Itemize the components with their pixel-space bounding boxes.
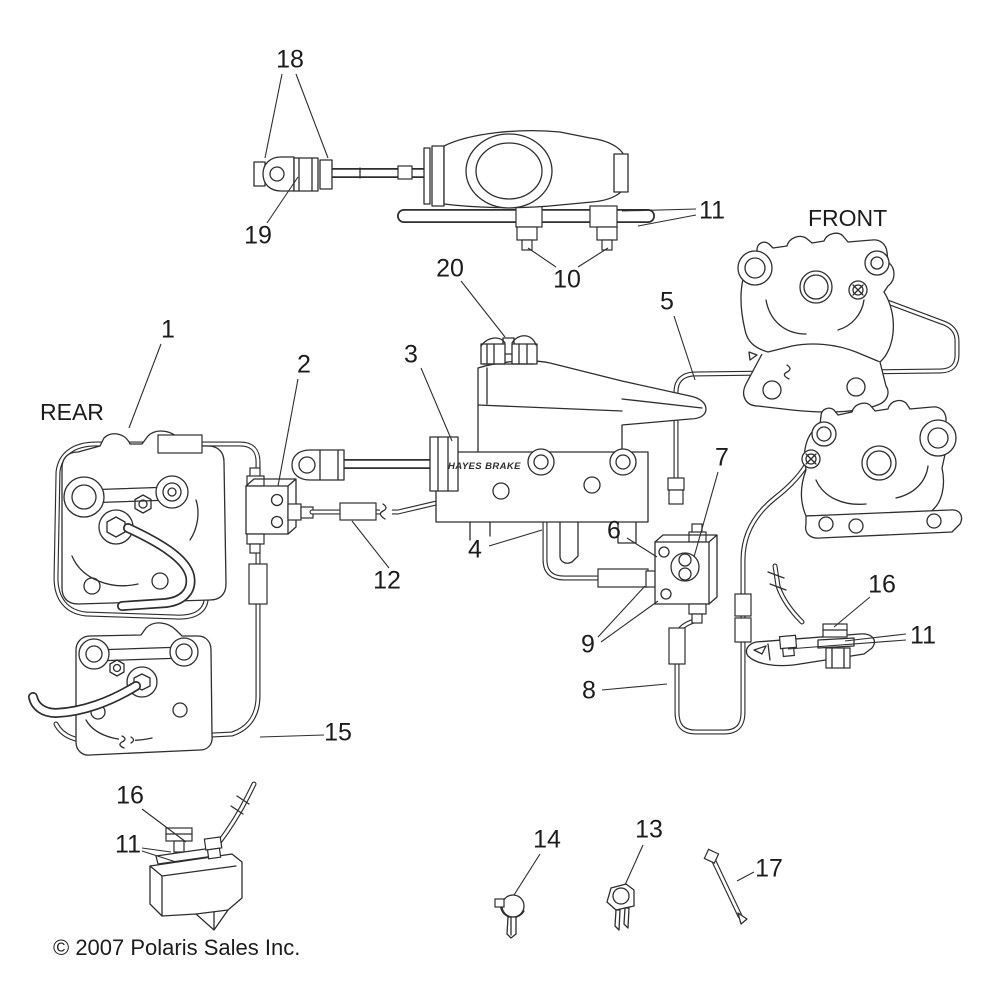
callout-number-2-7: 2 xyxy=(297,351,311,379)
line8-ferrule-3 xyxy=(734,617,752,643)
callout-leader-4-10-0 xyxy=(488,529,543,547)
mount-bolt-left xyxy=(516,226,538,251)
tee-fitting xyxy=(245,467,314,554)
caliper-fitting-assembly-right xyxy=(745,566,875,669)
line8-ferrule-2 xyxy=(734,593,752,617)
callout-leader-11-17-1 xyxy=(787,639,907,650)
front-section-label: FRONT xyxy=(808,205,887,231)
callout-leader-10-2-0 xyxy=(527,247,557,268)
callout-leader-19-1-0 xyxy=(266,176,299,224)
callout-number-9-13: 9 xyxy=(581,631,595,659)
callout-number-17-22: 17 xyxy=(755,855,783,883)
callout-number-4-10: 4 xyxy=(468,536,482,564)
callout-number-6-11: 6 xyxy=(607,517,621,545)
callout-leader-11-3-1 xyxy=(637,214,697,227)
callout-leader-16-18-0 xyxy=(141,808,187,843)
callout-number-12-9: 12 xyxy=(373,567,401,595)
pin-part-17 xyxy=(703,848,748,925)
callout-number-7-12: 7 xyxy=(715,444,729,472)
callout-leader-9-13-0 xyxy=(597,585,646,638)
callout-number-13-21: 13 xyxy=(635,816,663,844)
front-caliper-upper xyxy=(737,232,895,413)
clamp-clevis xyxy=(262,156,295,192)
line1-ferrule xyxy=(157,434,203,454)
callout-leader-12-9-0 xyxy=(351,520,390,569)
callout-leader-11-19-0 xyxy=(141,847,172,853)
callout-leader-2-7-0 xyxy=(277,378,299,487)
callout-leader-10-2-1 xyxy=(577,247,609,268)
line5-end-cap xyxy=(668,489,684,505)
callout-leader-1-6-0 xyxy=(128,343,162,429)
mount-bolt-right xyxy=(596,226,618,251)
callout-leader-11-17-0 xyxy=(844,633,907,642)
callout-number-1-6: 1 xyxy=(161,316,175,344)
line4-ferrule xyxy=(597,568,649,588)
clamp-part-14 xyxy=(494,894,525,939)
line5-end-nut xyxy=(667,477,685,491)
callout-leader-18-0-0 xyxy=(264,73,283,159)
callout-number-3-8: 3 xyxy=(404,341,418,369)
line15-ferrule xyxy=(248,563,268,605)
rear-caliper-upper xyxy=(61,430,227,605)
callout-leader-11-3-0 xyxy=(621,208,697,212)
front-caliper-lower xyxy=(800,399,963,539)
clamp-nut-right xyxy=(319,159,333,190)
callout-number-19-1: 19 xyxy=(244,222,272,250)
callout-number-11-17: 11 xyxy=(910,622,936,650)
callout-leader-9-13-1 xyxy=(600,600,659,643)
junction-manifold xyxy=(654,523,718,624)
callout-number-15-15: 15 xyxy=(324,719,352,747)
clamp-part-13 xyxy=(606,883,635,931)
line12-ferrule xyxy=(339,502,377,521)
callout-leader-18-0-1 xyxy=(295,73,329,159)
callout-number-5-5: 5 xyxy=(660,288,674,316)
copyright-text: © 2007 Polaris Sales Inc. xyxy=(53,935,300,960)
callout-number-16-18: 16 xyxy=(116,782,144,810)
callout-leader-15-15-0 xyxy=(259,734,325,738)
reservoir xyxy=(477,360,707,457)
rear-section-label: REAR xyxy=(40,399,104,425)
callout-number-18-0: 18 xyxy=(276,46,304,74)
callout-leader-20-4-0 xyxy=(460,280,506,338)
callout-number-8-14: 8 xyxy=(582,677,596,705)
tube-break-marks xyxy=(119,364,796,749)
callout-number-11-19: 11 xyxy=(115,831,141,859)
callout-number-14-20: 14 xyxy=(533,826,561,854)
callout-leader-6-11-0 xyxy=(626,537,658,558)
callout-leader-3-8-0 xyxy=(420,367,453,442)
callout-leader-13-21-0 xyxy=(624,844,644,886)
callout-leader-8-14-0 xyxy=(601,683,668,691)
callout-leader-7-12-0 xyxy=(693,471,719,558)
callout-leader-11-19-1 xyxy=(141,850,177,863)
callout-leader-16-16-0 xyxy=(833,596,871,628)
rear-caliper-lower xyxy=(75,622,213,756)
reservoir-cap xyxy=(480,335,538,365)
callout-leader-5-5-0 xyxy=(673,315,696,381)
callout-number-11-3: 11 xyxy=(699,197,725,225)
line8-ferrule xyxy=(668,627,686,665)
callout-number-16-16: 16 xyxy=(868,571,896,599)
callout-leader-17-22-0 xyxy=(736,871,755,882)
callout-number-20-4: 20 xyxy=(436,255,464,283)
handlebar-master-cylinder-assembly xyxy=(253,130,648,251)
brand-text: HAYES BRAKE xyxy=(448,461,521,472)
pushrod xyxy=(291,436,459,492)
callout-number-10-2: 10 xyxy=(553,266,581,294)
callout-leader-14-20-0 xyxy=(513,853,541,896)
master-cylinder-main: HAYES BRAKE xyxy=(291,335,707,564)
caliper-fitting-assembly-left xyxy=(149,784,254,931)
